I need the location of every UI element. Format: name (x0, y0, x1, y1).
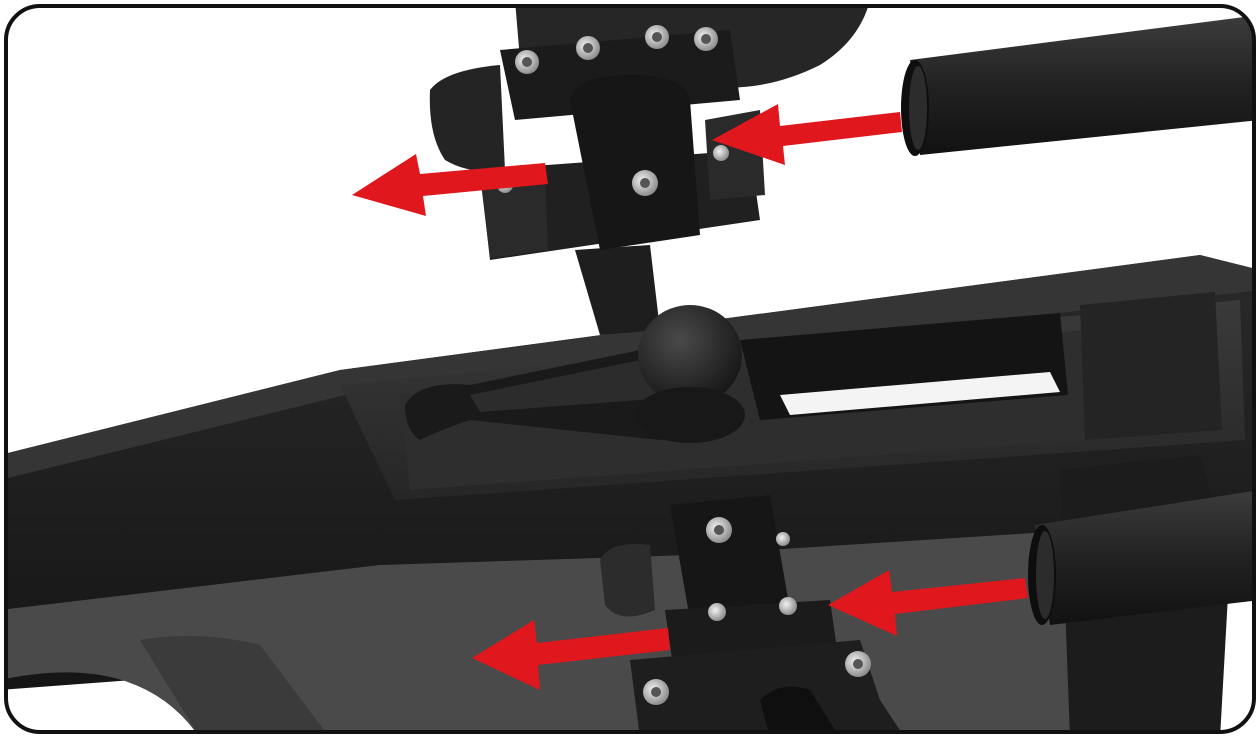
lower-left-arrow-icon (472, 620, 670, 690)
upper-post (575, 245, 660, 335)
bolt-socket-icon (522, 57, 532, 67)
bolt-socket-icon (853, 659, 863, 669)
upper-bolts (497, 25, 729, 196)
bolt-socket-icon (701, 34, 711, 44)
lower-tube-rim (1036, 531, 1054, 619)
lower-clamp-base (630, 640, 905, 732)
bolt-socket-icon (714, 525, 724, 535)
bolt-icon (776, 532, 790, 546)
ball-joint-base (635, 387, 745, 443)
lower-clamp-upper (670, 495, 790, 620)
upper-clamp-left-side (480, 168, 548, 258)
lower-right-arrow-icon (828, 570, 1028, 636)
bolt-icon (713, 145, 729, 161)
bolt-socket-icon (652, 32, 662, 42)
lower-tube (1035, 490, 1254, 625)
main-beam-top-edge (6, 255, 1254, 480)
lower-clamp-slot (760, 686, 840, 732)
bolt-socket-icon (640, 178, 650, 188)
upper-support-arm (429, 65, 505, 172)
rail-end-pad (1080, 292, 1222, 440)
bolt-socket-icon (583, 43, 593, 53)
ball-joint (638, 305, 742, 405)
lower-bolts (643, 517, 871, 705)
lower-base-shadow (140, 636, 330, 732)
rail-slot-gap (780, 372, 1060, 415)
bolt-icon (779, 597, 797, 615)
upper-tube (910, 15, 1254, 155)
upper-left-arrow-icon (352, 154, 548, 216)
lower-knob (600, 544, 655, 617)
bolt-icon (708, 603, 726, 621)
upper-tube-rim (909, 66, 927, 150)
upper-clamp-ring (570, 75, 700, 250)
upper-right-arrow-icon (712, 104, 902, 165)
bolt-socket-icon (651, 687, 661, 697)
image-border (4, 4, 1256, 734)
